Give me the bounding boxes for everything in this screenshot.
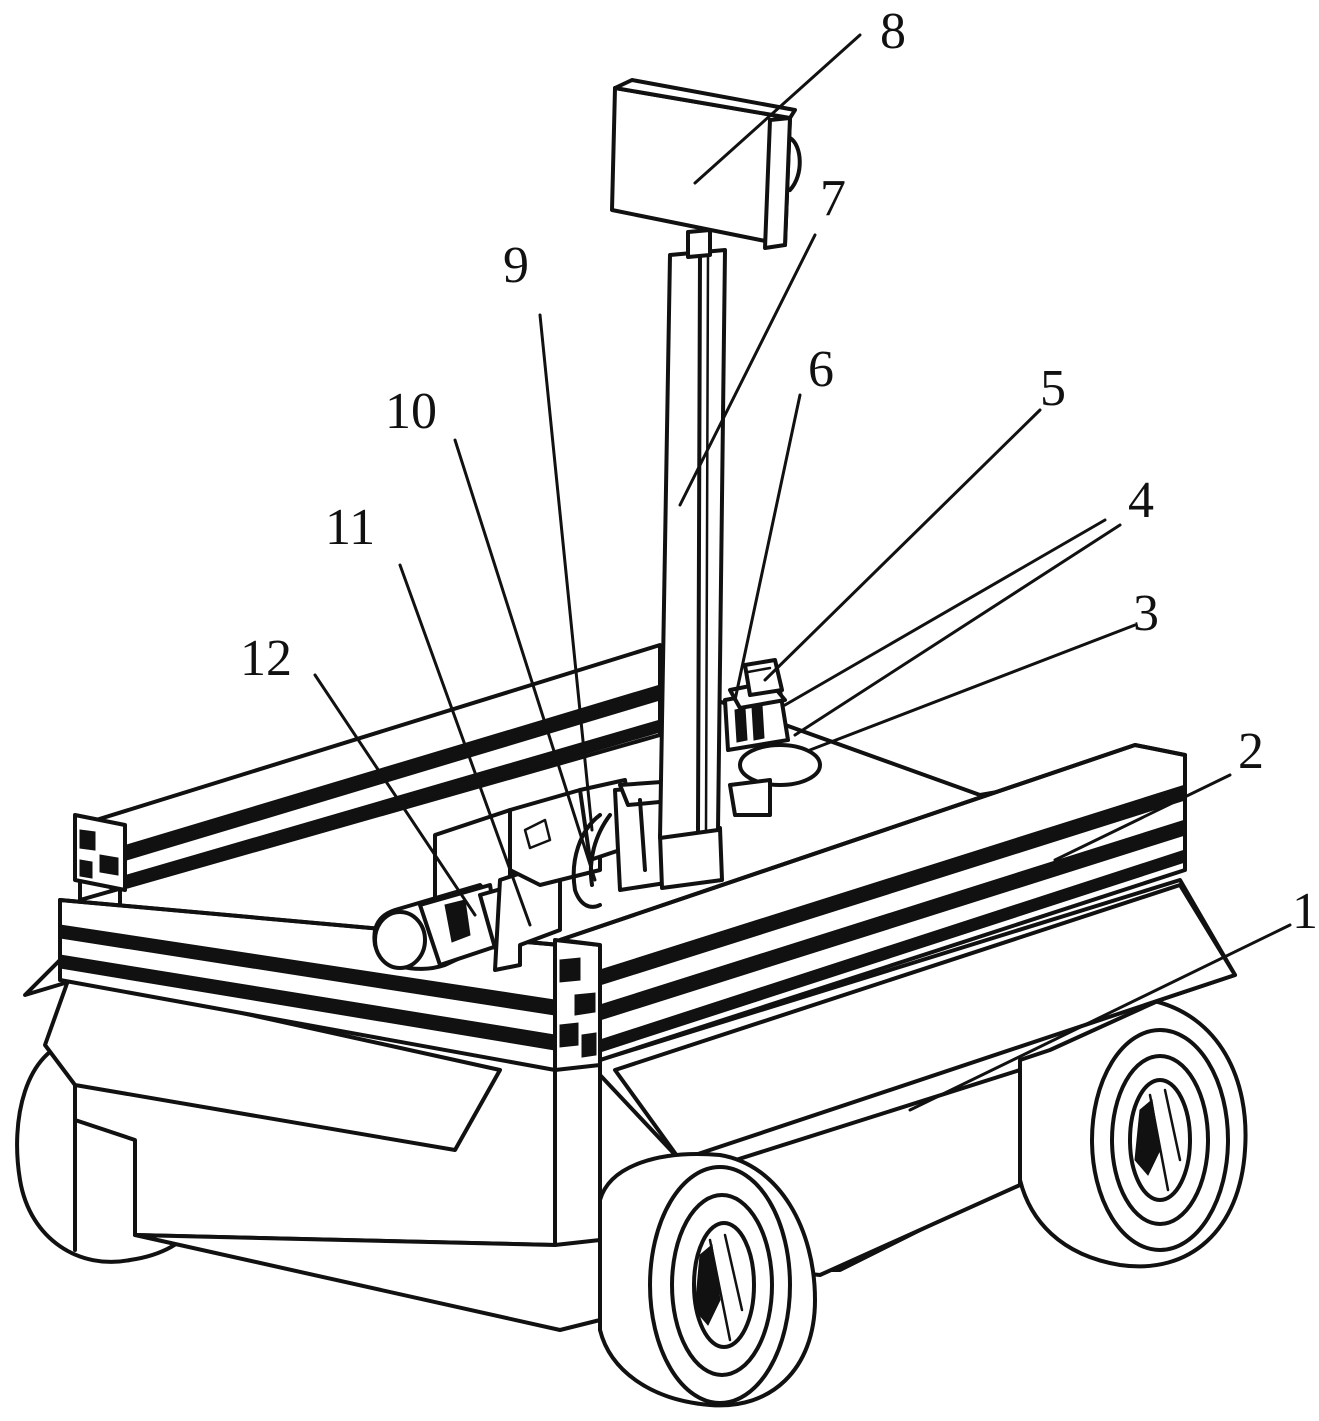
leader-3 xyxy=(808,623,1137,752)
leader-11 xyxy=(398,563,532,927)
callout-9: 9 xyxy=(503,237,529,294)
callout-5: 5 xyxy=(1040,360,1066,417)
leader-10 xyxy=(453,438,597,882)
leader-9 xyxy=(538,313,594,832)
callout-11: 11 xyxy=(325,499,375,556)
leader-7 xyxy=(678,233,817,507)
front-left-wheel xyxy=(598,1152,817,1408)
leader-8 xyxy=(693,33,862,185)
callout-10: 10 xyxy=(385,383,437,440)
callout-12: 12 xyxy=(240,630,292,687)
lift-mast xyxy=(658,228,727,840)
callout-3: 3 xyxy=(1133,585,1159,642)
leader-6 xyxy=(733,393,802,702)
callout-labels: 1 2 3 4 5 6 7 8 9 10 11 12 xyxy=(240,3,1318,940)
chassis-body xyxy=(23,878,1237,1332)
callout-6: 6 xyxy=(808,341,834,398)
leader-4b xyxy=(793,523,1122,737)
leader-5 xyxy=(763,408,1042,682)
callout-4: 4 xyxy=(1128,472,1154,529)
callout-8: 8 xyxy=(880,3,906,60)
callout-1: 1 xyxy=(1292,883,1318,940)
rear-right-wheel xyxy=(1018,995,1248,1269)
leader-lines xyxy=(313,33,1292,1112)
callout-7: 7 xyxy=(820,170,846,227)
leader-12 xyxy=(313,673,477,917)
leader-4a xyxy=(783,518,1107,707)
servo-turntable xyxy=(723,658,822,817)
display-head xyxy=(610,78,802,250)
callout-2: 2 xyxy=(1238,723,1264,780)
leader-2 xyxy=(1053,773,1232,862)
leader-1 xyxy=(908,923,1292,1112)
